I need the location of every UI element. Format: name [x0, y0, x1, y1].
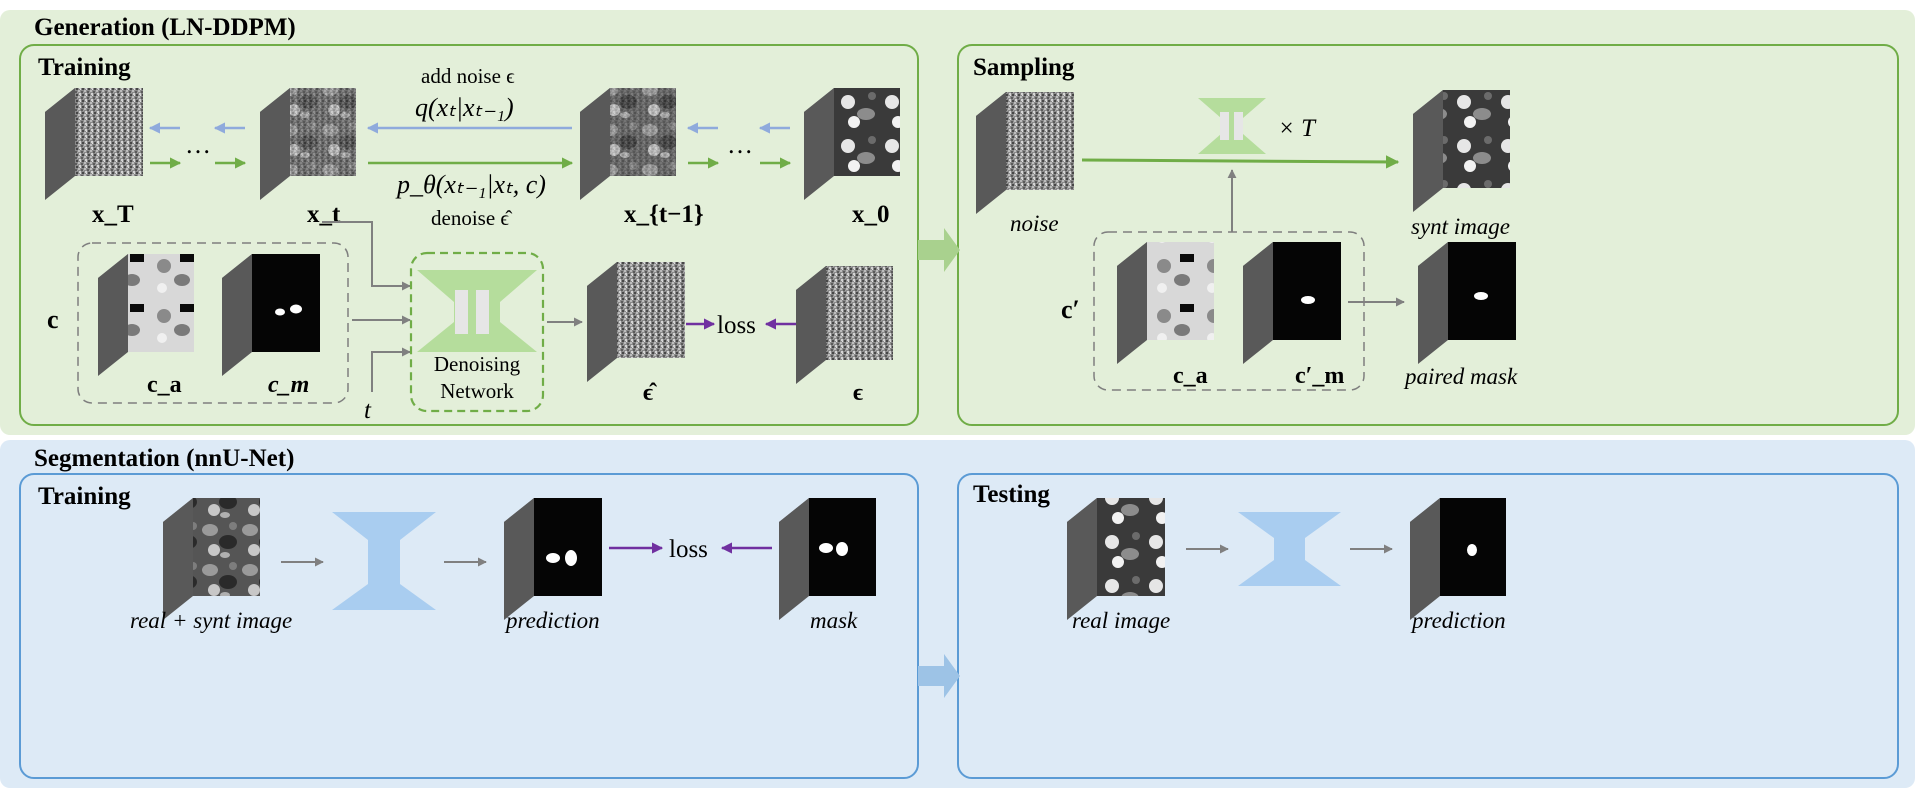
seg-network-shape — [332, 512, 436, 610]
test-network-shape — [1238, 512, 1341, 586]
sampling-c-m-prime-volume — [1243, 242, 1341, 364]
network-bar-right — [476, 290, 489, 334]
gen-training-title: Training — [38, 54, 131, 81]
seg-prediction-label: prediction — [504, 608, 600, 633]
seg-prediction-volume — [504, 498, 602, 620]
gen-sampling-box — [957, 44, 1899, 426]
c-a-volume — [98, 254, 194, 376]
x-0-label: x_0 — [852, 201, 890, 228]
paired-mask-label: paired mask — [1403, 364, 1518, 389]
eps-hat-volume — [587, 262, 685, 382]
test-input-volume — [1067, 498, 1165, 620]
sampling-main-arrow — [1081, 155, 1400, 169]
eps-volume — [796, 266, 893, 384]
seg-input-volume — [163, 498, 260, 620]
gen-training-box — [19, 44, 919, 426]
seg-transition-arrow — [918, 654, 960, 698]
c-m-prime-label: c′_m — [1295, 363, 1344, 389]
gen-sampling-title: Sampling — [973, 54, 1075, 81]
forward-q-label: q(xₜ|xₜ₋₁) — [415, 93, 514, 122]
x-t-to-network-arrow — [322, 221, 411, 291]
ellipsis-right: … — [727, 130, 753, 159]
denoise-label: denoise ϵ̂ — [431, 206, 513, 230]
network-bar-left — [455, 290, 468, 334]
sampling-condition-group-box — [1093, 231, 1365, 391]
noise-volume — [976, 92, 1074, 214]
synt-image-label: synt image — [1411, 214, 1510, 239]
sampling-network-bar-right — [1234, 112, 1243, 140]
reverse-p-label: p_θ(xₜ₋₁|xₜ, c) — [395, 170, 546, 199]
seg-loss-label: loss — [669, 536, 708, 563]
eps-label: ϵ — [853, 380, 863, 406]
noise-label: noise — [1010, 211, 1059, 236]
test-prediction-volume — [1410, 498, 1506, 620]
sampling-network-shape — [1198, 98, 1266, 154]
ellipsis-left: … — [185, 130, 211, 159]
x-T-volume — [45, 88, 143, 200]
seg-training-title: Training — [38, 483, 131, 510]
sampling-network-bar-left — [1220, 112, 1229, 140]
x-t-volume — [260, 88, 356, 200]
t-label: t — [364, 397, 372, 424]
seg-testing-box — [957, 473, 1899, 779]
c-label: c — [47, 305, 59, 334]
gen-transition-arrow — [918, 228, 960, 272]
c-m-volume — [222, 254, 320, 376]
x-t-label: x_t — [307, 201, 341, 228]
segmentation-title: Segmentation (nnU-Net) — [34, 445, 294, 472]
t-to-network-arrow — [371, 347, 411, 392]
generation-title: Generation (LN-DDPM) — [34, 14, 296, 41]
x-0-volume — [804, 88, 900, 200]
sampling-c-a-volume — [1117, 242, 1214, 364]
seg-mask-volume — [779, 498, 876, 620]
paired-mask-volume — [1418, 242, 1516, 364]
x-t-minus-1-volume — [580, 88, 676, 200]
times-T-label: × T — [1278, 115, 1317, 142]
x-t-minus-1-label: x_{t−1} — [624, 201, 704, 228]
c-prime-label: c′ — [1061, 295, 1080, 324]
seg-mask-label: mask — [810, 608, 858, 633]
seg-training-box — [19, 473, 919, 779]
network-label-line2: Network — [440, 379, 514, 403]
seg-input-label: real + synt image — [130, 608, 292, 633]
sampling-c-a-label: c_a — [1173, 363, 1208, 389]
add-noise-label: add noise ϵ — [421, 64, 515, 88]
c-a-label: c_a — [147, 372, 182, 398]
network-label-line1: Denoising — [434, 352, 521, 376]
test-prediction-label: prediction — [1410, 608, 1506, 633]
seg-testing-title: Testing — [973, 481, 1050, 508]
x-T-label: x_T — [92, 201, 134, 228]
condition-group-box — [77, 242, 349, 404]
c-m-label: c_m — [268, 372, 309, 398]
test-input-label: real image — [1072, 608, 1170, 633]
synt-image-volume — [1413, 90, 1510, 212]
gen-loss-label: loss — [717, 312, 756, 339]
